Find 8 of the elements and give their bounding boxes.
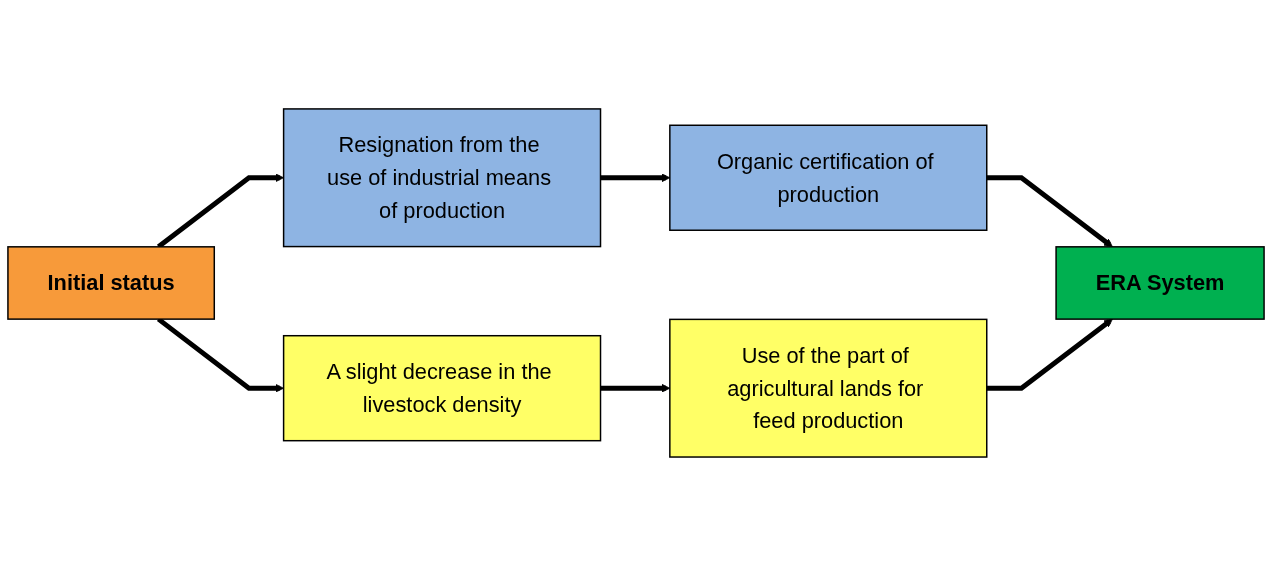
node-box: A slight decrease in the livestock density [282, 334, 602, 441]
arrow [986, 174, 1113, 247]
node-box: Use of the part of agricultural lands for feed production [669, 318, 988, 458]
node-box: ERA System [1055, 245, 1265, 320]
node-box: Resignation from the use of industrial means of production [282, 107, 602, 247]
node-box: Initial status [7, 245, 216, 320]
node-box: Organic certification of production [669, 124, 988, 231]
arrow [986, 318, 1113, 391]
